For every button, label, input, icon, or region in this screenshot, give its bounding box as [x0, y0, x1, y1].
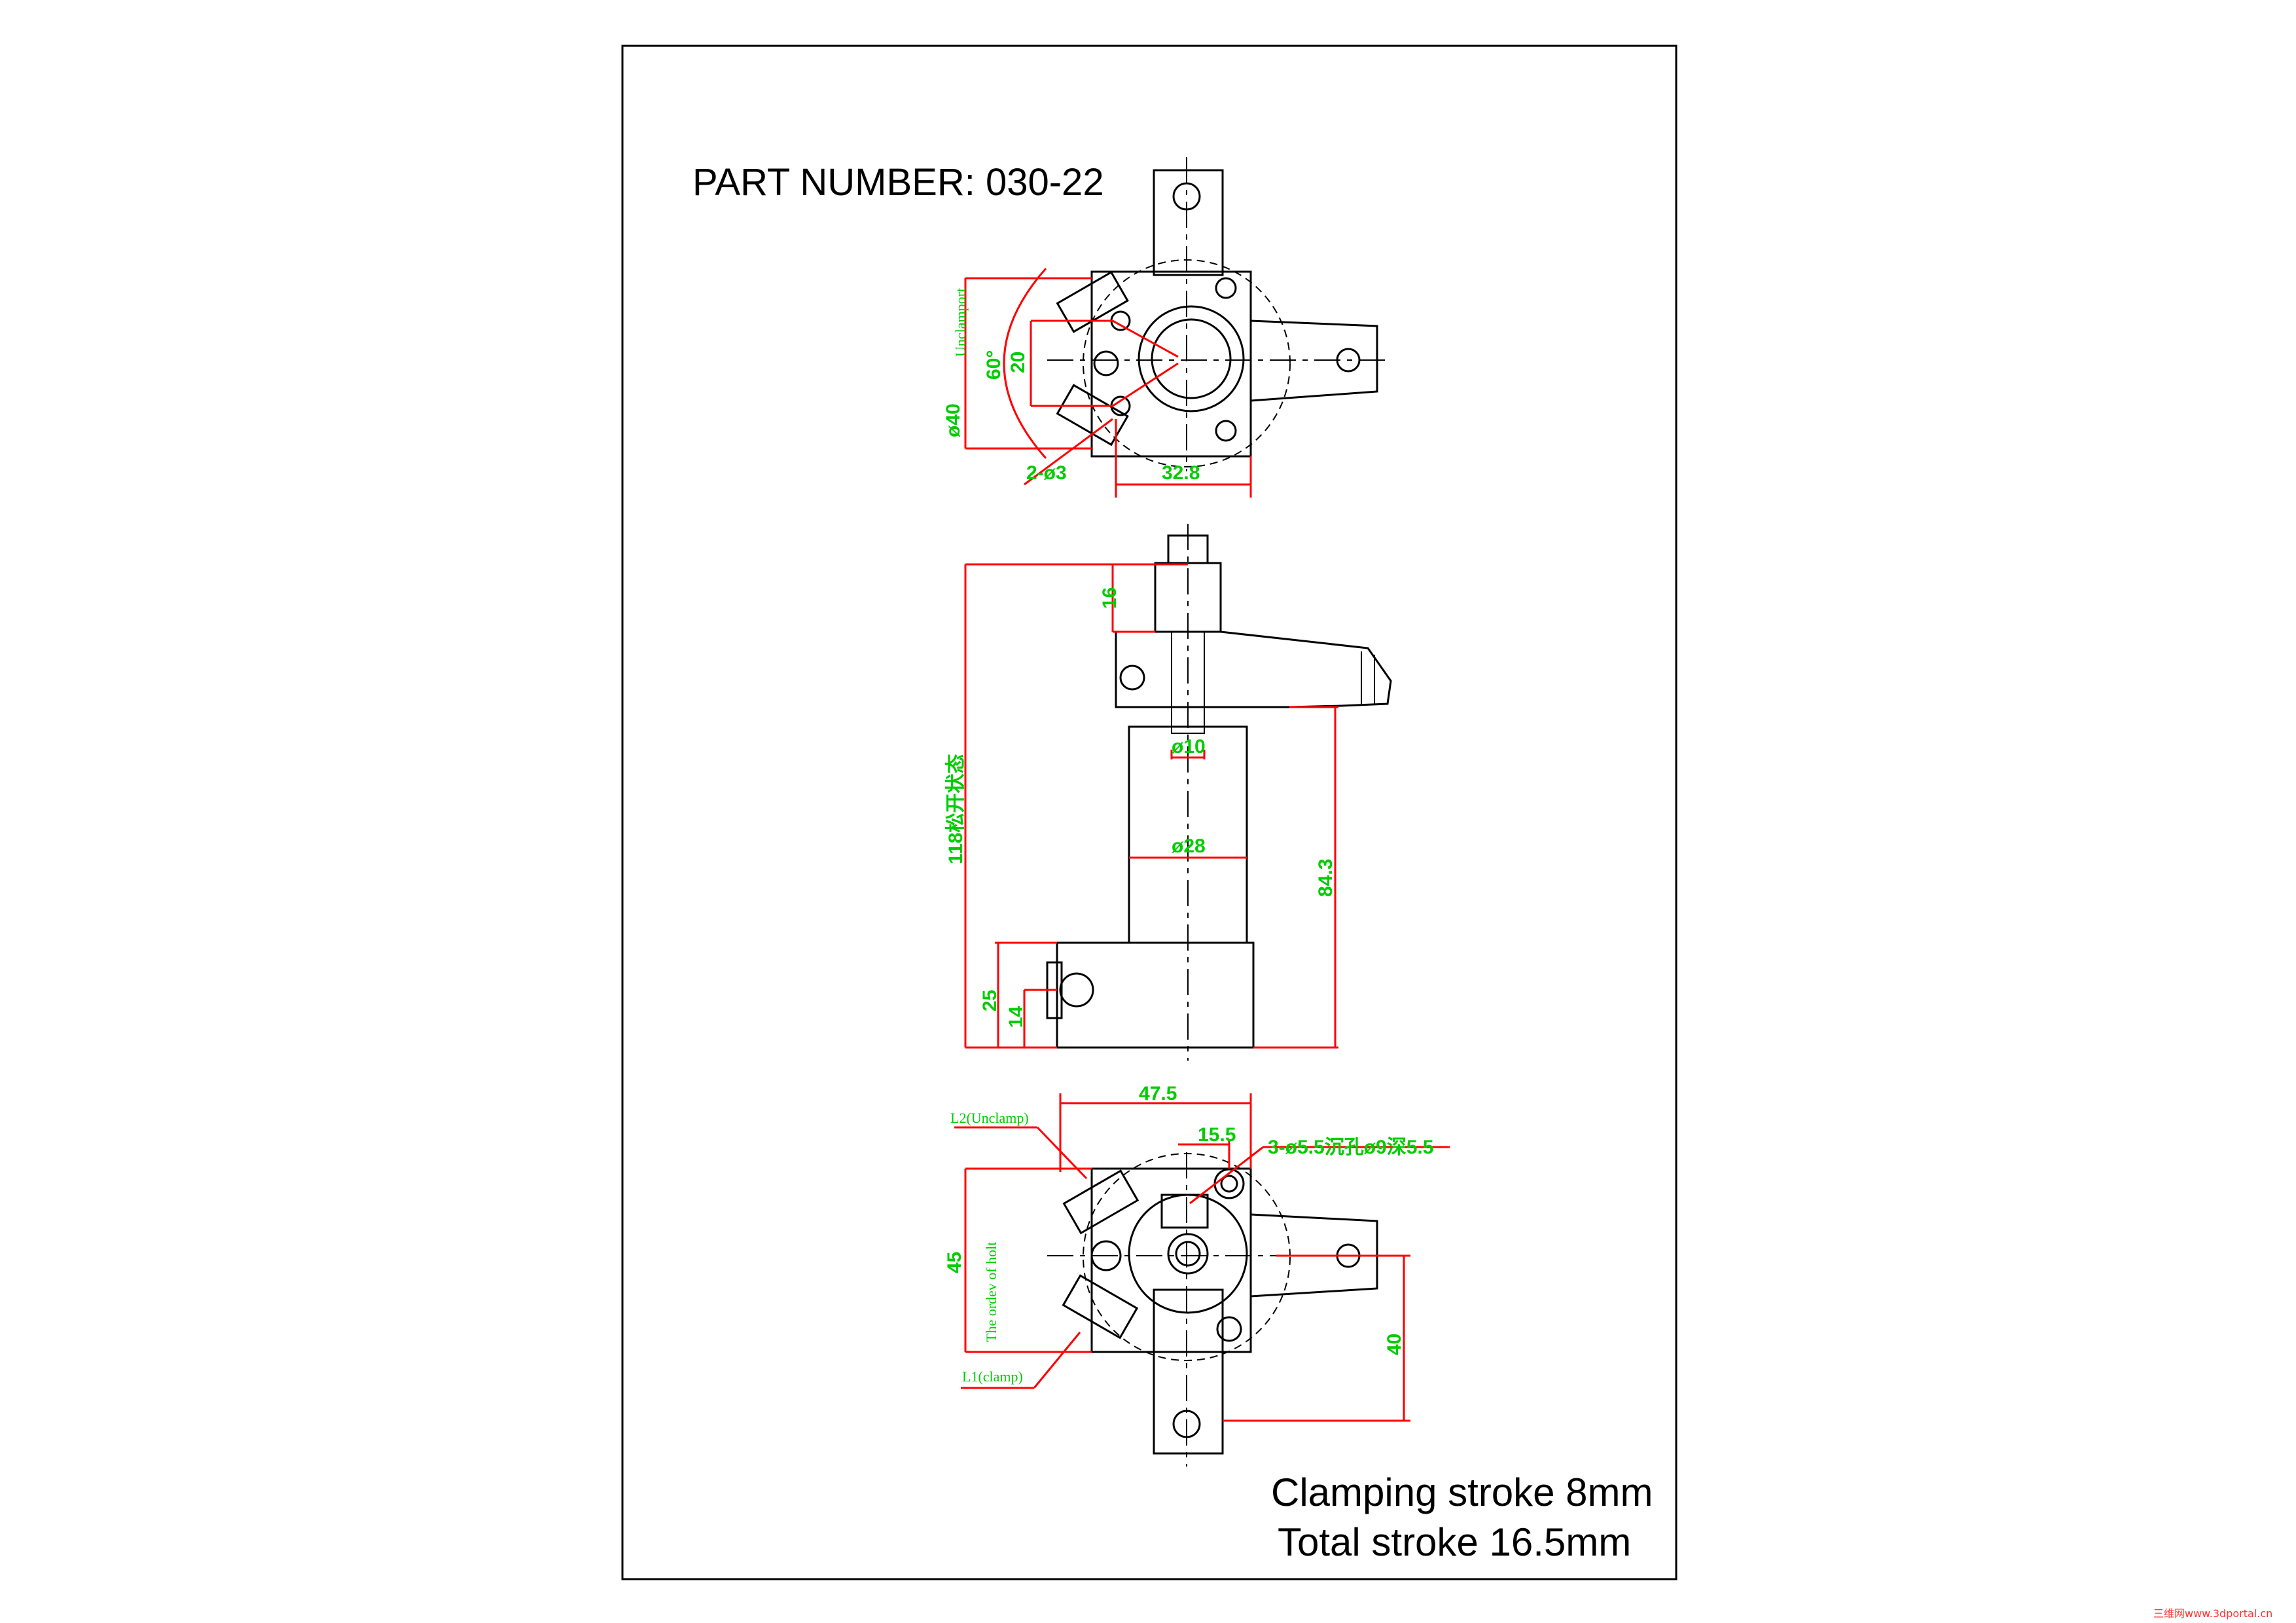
- bottom-bore-outer: [1128, 1194, 1248, 1314]
- front-nut-height-label: 16: [1099, 587, 1121, 609]
- bottom-arm: [1153, 1288, 1224, 1455]
- top-bore-inner: [1151, 318, 1232, 399]
- top-hole-left: [1093, 350, 1119, 376]
- bottom-mount-holes-label: 3-ø5.5沉孔ø9深5.5: [1268, 1137, 1433, 1158]
- front-arm: [1115, 630, 1392, 708]
- sheet-border: [621, 45, 1677, 1580]
- top-pitch-label: 20: [1007, 352, 1029, 373]
- front-rod-dia-label: ø10: [1172, 736, 1206, 757]
- top-bore-outer: [1138, 305, 1245, 412]
- bottom-bore-inner: [1175, 1241, 1201, 1267]
- top-view: 60° 20 Unclamport ø40 2-ø3 32.8: [942, 157, 1391, 498]
- bottom-arm-offset-label: 40: [1384, 1334, 1405, 1355]
- bottom-port-l2-label: L2(Unclamp): [950, 1110, 1029, 1126]
- top-hole-top-right: [1215, 277, 1237, 299]
- part-number-title: PART NUMBER: 030-22: [692, 161, 1104, 204]
- front-base: [1056, 941, 1255, 1049]
- front-port-height-label: 14: [1005, 1006, 1027, 1028]
- bottom-bore-mid: [1167, 1233, 1209, 1275]
- bottom-fitting-upper: [1062, 1169, 1139, 1235]
- bottom-depth-label: 45: [944, 1252, 965, 1273]
- bottom-port-l1-label: L1(clamp): [962, 1368, 1023, 1385]
- bottom-hole-top-right-inner: [1220, 1175, 1238, 1193]
- top-side-arm: [1250, 319, 1378, 402]
- top-holes-label: 2-ø3: [1026, 462, 1067, 484]
- watermark: 三维网www.3dportal.cn: [2153, 1607, 2272, 1620]
- front-arm-hole: [1119, 665, 1145, 691]
- clamping-stroke-note: Clamping stroke 8mm: [1271, 1470, 1653, 1514]
- bottom-fitting-lower: [1062, 1274, 1139, 1340]
- top-fitting-upper: [1056, 270, 1129, 333]
- front-fitting-hole: [1059, 972, 1094, 1008]
- front-base-height-label: 25: [979, 990, 1001, 1012]
- top-offset-label: 32.8: [1162, 462, 1200, 484]
- top-diameter-label: ø40: [942, 403, 964, 437]
- top-arm: [1153, 169, 1224, 276]
- front-view: 16 ø10 ø28 118松开状态 84.3 25 14: [945, 524, 1392, 1061]
- total-stroke-note: Total stroke 16.5mm: [1278, 1520, 1631, 1564]
- front-arm-height-label: 84.3: [1315, 859, 1336, 897]
- bottom-hole-bottom-right: [1216, 1316, 1242, 1342]
- top-angle-label: 60°: [983, 350, 1005, 380]
- bottom-order-label: The ordev of holt: [983, 1242, 999, 1342]
- bottom-view: 47.5 15.5 3-ø5.5沉孔ø9深5.5 L2(Unclamp) 45 …: [944, 1083, 1450, 1467]
- bottom-body-block: [1090, 1167, 1252, 1353]
- top-body-block: [1090, 270, 1252, 458]
- bottom-hole-offset-label: 15.5: [1198, 1124, 1236, 1146]
- top-fitting-lower: [1056, 384, 1129, 447]
- top-port-label: Unclamport: [952, 288, 969, 357]
- bottom-width-label: 47.5: [1139, 1083, 1177, 1104]
- top-hole-bottom-right: [1215, 420, 1237, 442]
- front-total-height-label: 118松开状态: [945, 754, 967, 864]
- front-body-dia-label: ø28: [1172, 835, 1206, 857]
- bottom-clamp-block: [1160, 1194, 1209, 1229]
